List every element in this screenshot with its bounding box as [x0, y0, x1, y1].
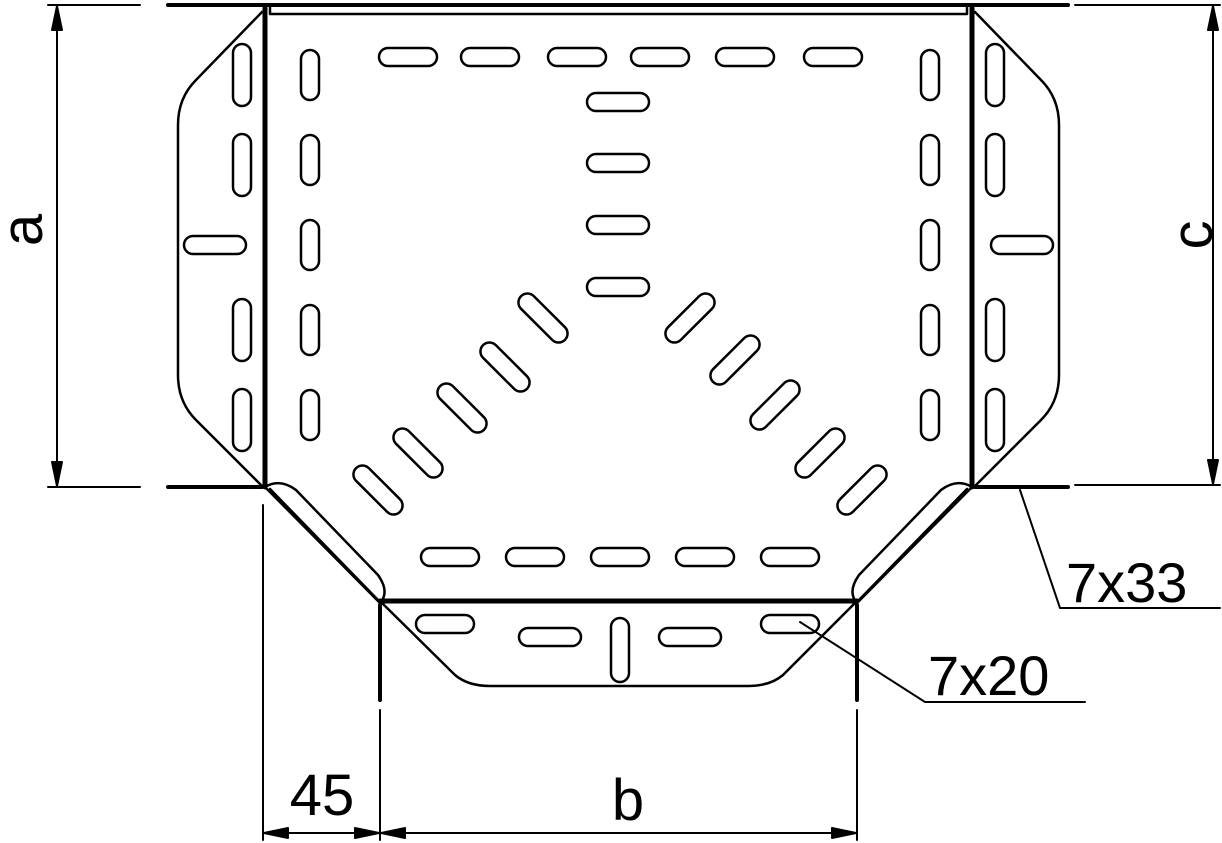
dimension-bottom — [262, 504, 858, 841]
slot-hole — [709, 334, 761, 386]
slot-hole — [585, 152, 651, 174]
slot-hole — [392, 427, 444, 479]
dimension-b-label: b — [612, 768, 644, 833]
dimension-a — [47, 4, 141, 488]
slot-hole — [546, 46, 608, 68]
right-flange — [973, 10, 1061, 488]
dimension-c — [1074, 4, 1221, 486]
slot-hole — [377, 46, 439, 68]
dimension-c-label: c — [1160, 221, 1222, 250]
slot-hole — [299, 303, 321, 357]
slot-hole — [414, 613, 476, 635]
slot-hole — [802, 46, 864, 68]
slot-hole — [299, 48, 321, 102]
slot-hole — [299, 218, 321, 272]
slot-hole — [919, 218, 941, 272]
slot-hole — [585, 91, 651, 113]
slot-group — [182, 42, 1055, 684]
slot-7x20-label: 7x20 — [928, 644, 1049, 707]
leader-7x20 — [799, 621, 1086, 703]
right-diagonal-wall — [851, 481, 974, 605]
slot-hole — [836, 464, 888, 516]
dimension-a-label: a — [0, 213, 55, 246]
bottom-flange — [380, 601, 857, 688]
slot-hole — [919, 388, 941, 442]
slot-hole — [984, 42, 1006, 108]
slot-hole — [919, 48, 941, 102]
leader-7x33 — [1019, 489, 1221, 609]
slot-hole — [352, 464, 404, 516]
slot-hole — [517, 626, 583, 648]
slot-hole — [589, 546, 651, 568]
slot-hole — [419, 546, 481, 568]
slot-hole — [436, 382, 488, 434]
slot-hole — [182, 234, 248, 256]
slot-hole — [585, 214, 651, 236]
slot-hole — [989, 234, 1055, 256]
slot-hole — [299, 388, 321, 442]
slot-hole — [231, 297, 253, 363]
slot-hole — [231, 42, 253, 108]
slot-hole — [459, 46, 521, 68]
tray-body — [166, 3, 1070, 702]
slot-hole — [984, 387, 1006, 453]
slot-hole — [231, 387, 253, 453]
slot-7x33-label: 7x33 — [1066, 551, 1187, 614]
slot-hole — [585, 276, 651, 298]
slot-hole — [629, 46, 691, 68]
slot-hole — [504, 546, 566, 568]
slot-hole — [231, 132, 253, 198]
slot-hole — [609, 616, 631, 684]
slot-hole — [664, 292, 716, 344]
slot-hole — [794, 427, 846, 479]
left-flange — [176, 10, 264, 488]
slot-hole — [749, 379, 801, 431]
slot-hole — [674, 546, 736, 568]
slot-hole — [517, 292, 569, 344]
slot-hole — [919, 133, 941, 187]
slot-hole — [299, 133, 321, 187]
slot-hole — [984, 297, 1006, 363]
slot-hole — [479, 341, 531, 393]
slot-hole — [759, 613, 821, 635]
slot-hole — [714, 46, 776, 68]
slot-hole — [919, 303, 941, 357]
slot-hole — [984, 132, 1006, 198]
slot-hole — [759, 546, 821, 568]
dimension-45-label: 45 — [290, 763, 355, 828]
slot-hole — [657, 626, 723, 648]
left-diagonal-wall — [263, 481, 386, 605]
